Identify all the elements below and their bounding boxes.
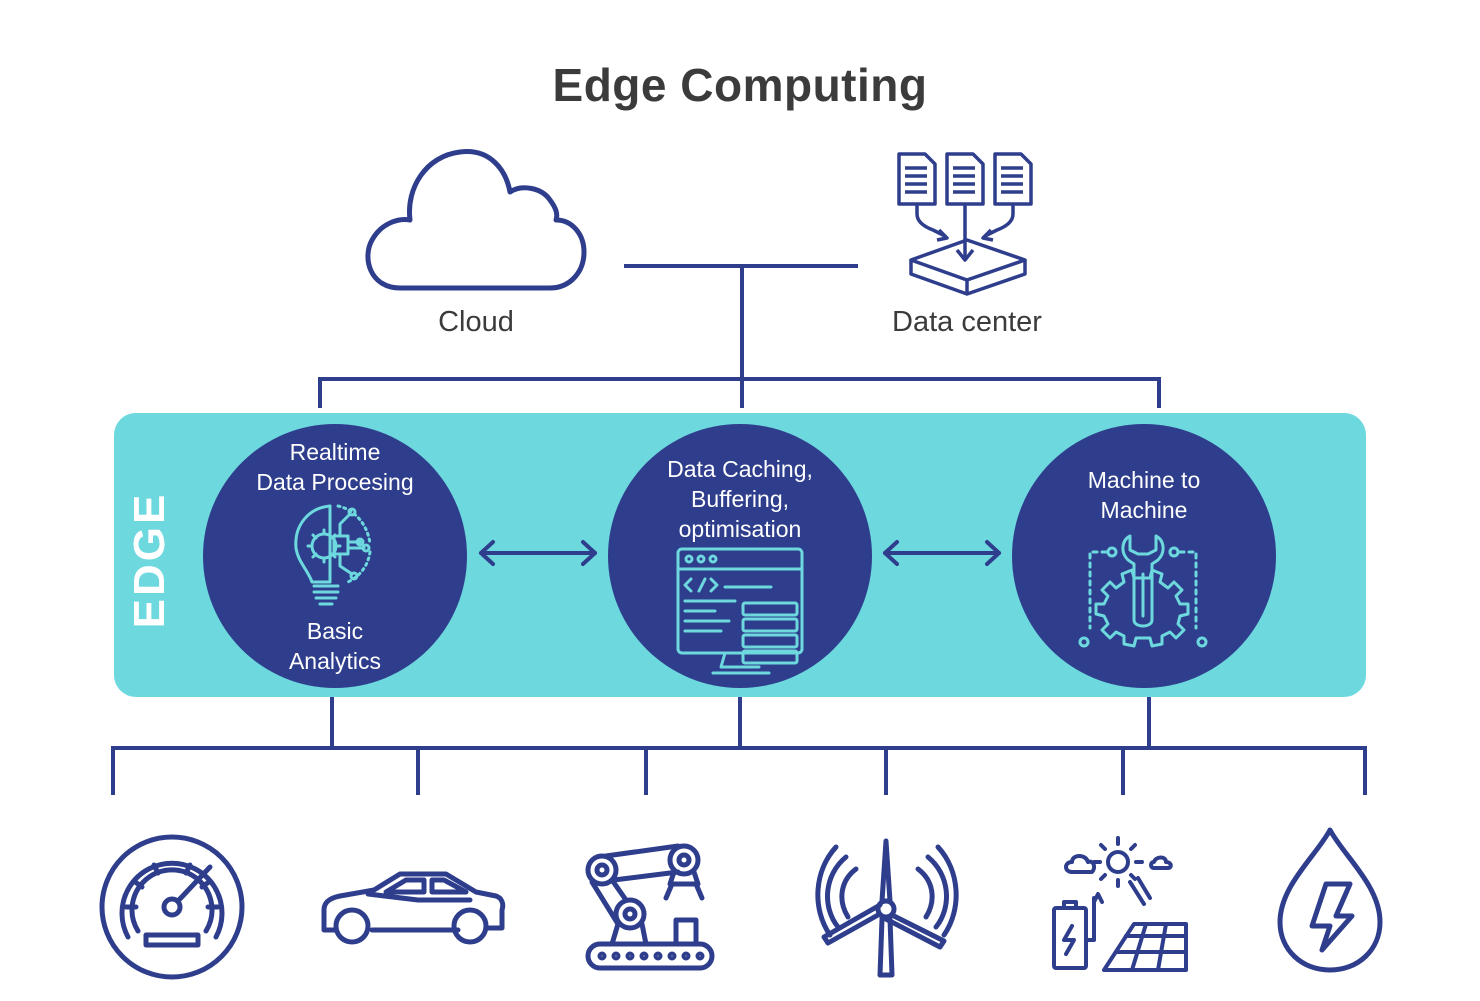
data-center-label: Data center (892, 306, 1042, 338)
cloud-label: Cloud (438, 306, 514, 338)
edge-node-data-caching (608, 424, 872, 688)
edge-node-1-label-bottom: Basic Analytics (288, 618, 382, 674)
bidirectional-arrow-icon (479, 540, 597, 566)
edge-node-machine-to-machine (1012, 424, 1276, 688)
solar-panel-battery-icon (1052, 836, 1188, 972)
code-window-server-icon (676, 547, 804, 675)
edge-node-1-label-top: Realtime Data Procesing (256, 439, 414, 495)
edge-node-3-label-top: Machine to Machine (1087, 467, 1201, 523)
page-title: Edge Computing (552, 59, 928, 111)
data-center-icon (897, 152, 1033, 296)
robotic-arm-icon (585, 843, 715, 971)
car-icon (321, 871, 506, 945)
water-drop-energy-icon (1277, 827, 1383, 973)
lightbulb-gear-icon (294, 504, 372, 606)
cloud-icon (365, 149, 587, 291)
edge-label: EDGE (125, 491, 174, 629)
wrench-gear-icon (1078, 534, 1208, 648)
bidirectional-arrow-icon (883, 540, 1001, 566)
speedometer-icon (99, 834, 245, 980)
edge-node-2-label-top: Data Caching, Buffering, optimisation (667, 456, 813, 542)
wind-turbine-icon (815, 838, 959, 978)
